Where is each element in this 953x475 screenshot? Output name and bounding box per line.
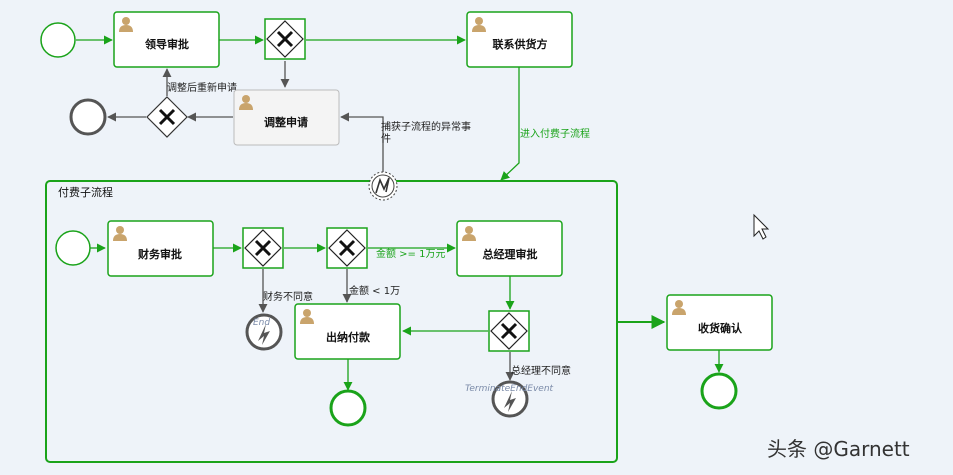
process-end-event[interactable]	[700, 372, 738, 410]
task-receipt-confirm[interactable]: 收货确认	[666, 294, 773, 351]
error-end-caption: End	[253, 318, 270, 328]
flow-label-resubmit: 调整后重新申请	[167, 81, 237, 94]
exclusive-gateway-3[interactable]	[242, 227, 284, 269]
terminate-end-caption: TerminateEndEvent	[465, 384, 554, 394]
subprocess-start-event[interactable]	[55, 230, 91, 266]
task-contact-supplier[interactable]: 联系供货方	[466, 11, 573, 68]
exclusive-gateway-2[interactable]	[146, 96, 188, 138]
task-label: 领导审批	[144, 37, 189, 51]
error-boundary-event[interactable]	[368, 171, 398, 201]
task-label: 出纳付款	[326, 330, 371, 344]
exclusive-gateway-1[interactable]	[264, 18, 306, 60]
x-icon	[500, 322, 518, 340]
task-label: 财务审批	[137, 247, 182, 261]
exclusive-gateway-4[interactable]	[326, 227, 368, 269]
x-icon	[276, 30, 294, 48]
task-label: 联系供货方	[493, 37, 548, 51]
flow-label-amount-lt: 金额 < 1万	[349, 284, 400, 297]
flow-label-enter-subprocess: 进入付费子流程	[520, 127, 590, 140]
flow-label-gm-reject: 总经理不同意	[511, 364, 571, 377]
lightning-icon	[375, 177, 390, 194]
lightning-icon	[258, 324, 270, 345]
x-icon	[338, 239, 356, 257]
start-event[interactable]	[40, 22, 76, 58]
watermark: 头条 @Garnett	[767, 437, 910, 461]
task-gm-approve[interactable]: 总经理审批	[456, 220, 563, 277]
flow-contact-to-subprocess[interactable]	[500, 67, 520, 181]
task-label: 收货确认	[698, 321, 743, 335]
subprocess-title: 付费子流程	[58, 185, 113, 199]
subprocess-end-event[interactable]	[329, 389, 367, 427]
flow-label-amount-ge: 金额 >= 1万元	[376, 247, 445, 260]
flow-label-catch-error-1: 捕获子流程的异常事	[381, 120, 471, 133]
task-adjust-request[interactable]: 调整申请	[233, 89, 340, 146]
exclusive-gateway-5[interactable]	[488, 310, 530, 352]
x-icon	[254, 239, 272, 257]
flow-label-finance-reject: 财务不同意	[263, 290, 313, 303]
error-end-event[interactable]	[245, 313, 283, 351]
lightning-icon	[504, 391, 516, 412]
flow-label-catch-error-2: 件	[381, 133, 391, 145]
flow-error-to-adjust[interactable]	[340, 112, 384, 172]
task-label: 调整申请	[264, 115, 308, 129]
mouse-cursor-icon	[753, 213, 770, 240]
task-leader-approve[interactable]: 领导审批	[113, 11, 220, 68]
terminate-end-event[interactable]	[491, 380, 529, 418]
task-finance-approve[interactable]: 财务审批	[107, 220, 214, 277]
task-cashier-pay[interactable]: 出纳付款	[294, 303, 401, 360]
end-event-rejected[interactable]	[69, 98, 107, 136]
sequence-flows	[76, 35, 724, 391]
x-icon	[158, 108, 176, 126]
task-label: 总经理审批	[483, 247, 538, 261]
